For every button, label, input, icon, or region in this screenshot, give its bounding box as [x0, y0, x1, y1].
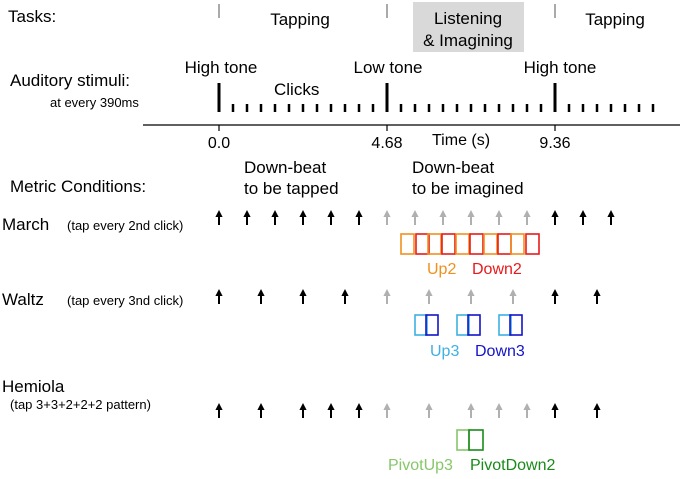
downbeat-arrow-head: [467, 210, 475, 217]
imagined-header-line-2: to be imagined: [412, 179, 524, 198]
downbeat-arrow-head: [383, 403, 391, 410]
time-tick-label-2: 9.36: [539, 135, 570, 152]
waltz-legend-up3: Up3: [430, 343, 459, 360]
downbeat-arrow-head: [551, 289, 559, 296]
march-boxes: [400, 233, 540, 255]
task-phase-tapping-1: Tapping: [270, 10, 330, 29]
downbeat-arrow-head: [593, 289, 601, 296]
downbeat-arrow-head: [257, 289, 265, 296]
downbeat-arrow-head: [271, 210, 279, 217]
downbeat-arrow-head: [509, 289, 517, 296]
up3-epoch-box: [414, 314, 428, 336]
up2-epoch-box: [427, 233, 442, 255]
hemiola-legend-pivotup3: PivotUp3: [388, 457, 453, 474]
downbeat-arrow-head: [425, 403, 433, 410]
march-arrows: [215, 210, 615, 225]
tapped-header-line-2: to be tapped: [244, 179, 339, 198]
downbeat-arrow-head: [327, 403, 335, 410]
hemiola-boxes: [456, 429, 484, 451]
downbeat-arrow-head: [341, 289, 349, 296]
downbeat-arrow-head: [215, 210, 223, 217]
up3-epoch-box: [498, 314, 512, 336]
task-phase-listening: Listening: [434, 9, 502, 28]
pivot-down2-epoch-box: [468, 429, 484, 451]
downbeat-arrow-head: [215, 403, 223, 410]
downbeat-arrow-head: [383, 210, 391, 217]
stimuli-sublabel: at every 390ms: [50, 95, 139, 110]
downbeat-arrow-head: [439, 210, 447, 217]
waltz-legend-down3: Down3: [475, 343, 525, 360]
downbeat-arrow-head: [551, 403, 559, 410]
down3-epoch-box: [467, 314, 481, 336]
downbeat-arrow-head: [383, 289, 391, 296]
down2-epoch-box: [415, 233, 430, 255]
imagined-header-line-1: Down-beat: [412, 158, 494, 177]
downbeat-arrow-head: [355, 403, 363, 410]
tapped-header-line-1: Down-beat: [244, 158, 326, 177]
downbeat-arrow-head: [607, 210, 615, 217]
downbeat-arrow-head: [467, 289, 475, 296]
downbeat-arrow-head: [579, 210, 587, 217]
downbeat-arrow-head: [495, 403, 503, 410]
downbeat-arrow-head: [355, 210, 363, 217]
pivot-up3-epoch-box: [456, 429, 470, 451]
click-ticks: [217, 83, 655, 112]
high-tone-label-2: High tone: [524, 58, 597, 77]
hemiola-note: (tap 3+3+2+2+2 pattern): [10, 397, 151, 412]
downbeat-arrow-head: [411, 210, 419, 217]
downbeat-arrow-head: [467, 403, 475, 410]
time-tick-label-1: 4.68: [371, 135, 402, 152]
task-phase-tapping-2: Tapping: [585, 10, 645, 29]
listening-phase-box: [413, 2, 524, 52]
downbeat-arrow-head: [299, 289, 307, 296]
waltz-arrows: [215, 289, 601, 304]
down2-epoch-box: [469, 233, 484, 255]
down2-epoch-box: [525, 233, 540, 255]
downbeat-arrow-head: [215, 289, 223, 296]
hemiola-legend-pivotdown2: PivotDown2: [470, 457, 555, 474]
tasks-label: Tasks:: [8, 7, 56, 26]
up2-epoch-box: [400, 233, 415, 255]
march-legend-up2: Up2: [427, 261, 456, 278]
march-legend-down2: Down2: [472, 261, 522, 278]
downbeat-arrow-head: [299, 403, 307, 410]
up2-epoch-box: [455, 233, 470, 255]
hemiola-label: Hemiola: [2, 377, 65, 396]
high-tone-label-1: High tone: [185, 58, 258, 77]
march-note: (tap every 2nd click): [67, 218, 183, 233]
down3-epoch-box: [425, 314, 439, 336]
downbeat-arrow-head: [523, 403, 531, 410]
down2-epoch-box: [497, 233, 512, 255]
downbeat-arrow-head: [243, 210, 251, 217]
time-axis-label: Time (s): [432, 132, 490, 149]
low-tone-label: Low tone: [354, 58, 423, 77]
up3-epoch-box: [456, 314, 470, 336]
march-label: March: [2, 215, 49, 234]
waltz-note: (tap every 3nd click): [67, 293, 183, 308]
downbeat-arrow-head: [257, 403, 265, 410]
task-phase-imagining: & Imagining: [423, 31, 513, 50]
downbeat-arrow-head: [299, 210, 307, 217]
downbeat-arrow-head: [327, 210, 335, 217]
down3-epoch-box: [509, 314, 523, 336]
conditions-label: Metric Conditions:: [10, 177, 146, 196]
up2-epoch-box: [483, 233, 498, 255]
downbeat-arrow-head: [425, 289, 433, 296]
downbeat-arrow-head: [495, 210, 503, 217]
waltz-label: Waltz: [2, 290, 44, 309]
waltz-boxes: [414, 314, 523, 336]
down2-epoch-box: [441, 233, 456, 255]
hemiola-arrows: [215, 403, 601, 418]
time-tick-label-0: 0.0: [208, 135, 230, 152]
stimuli-label: Auditory stimuli:: [10, 71, 130, 90]
downbeat-arrow-head: [523, 210, 531, 217]
downbeat-arrow-head: [593, 403, 601, 410]
clicks-label: Clicks: [274, 80, 319, 99]
up2-epoch-box: [510, 233, 525, 255]
downbeat-arrow-head: [551, 210, 559, 217]
